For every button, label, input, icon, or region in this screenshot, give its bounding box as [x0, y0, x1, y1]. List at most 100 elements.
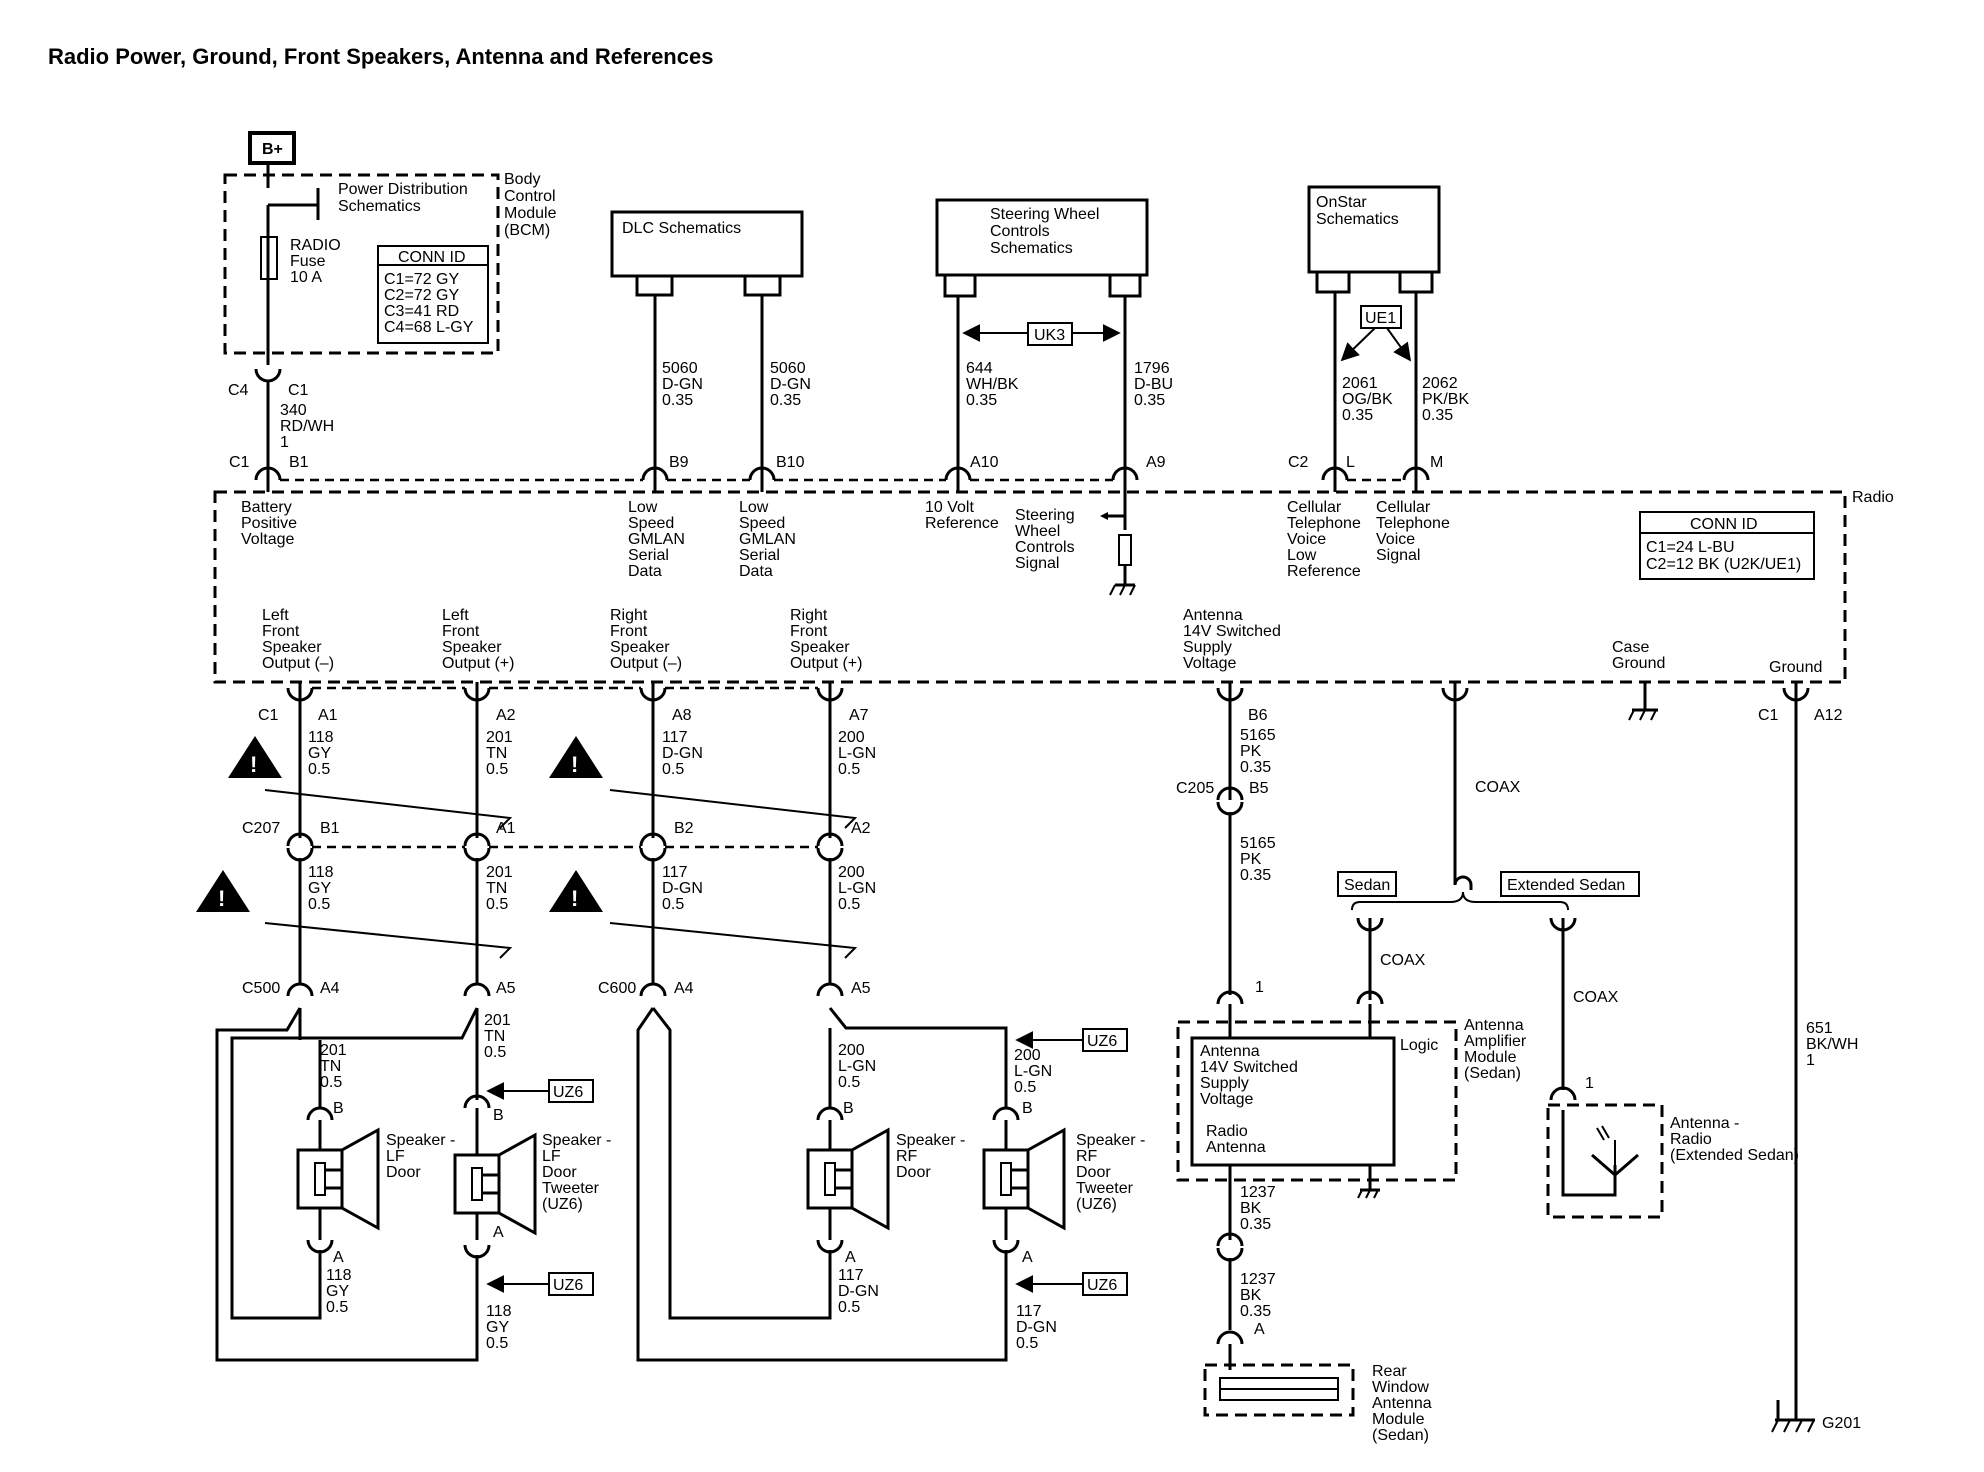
radio-label: Radio	[1852, 489, 1894, 506]
svg-text:Door: Door	[1076, 1164, 1111, 1181]
svg-text:2061: 2061	[1342, 375, 1378, 392]
svg-text:LF: LF	[386, 1148, 405, 1165]
svg-text:Speed: Speed	[739, 515, 785, 532]
radio-output-lf-pos: Left Front Speaker Output (+)	[442, 607, 514, 672]
svg-text:0.5: 0.5	[486, 761, 508, 778]
svg-text:Reference: Reference	[925, 515, 999, 532]
svg-text:0.5: 0.5	[662, 896, 684, 913]
svg-text:Door: Door	[542, 1164, 577, 1181]
svg-text:Signal: Signal	[1015, 555, 1059, 572]
c207-pin-labels: C207 B1 A1 B2 A2	[242, 820, 871, 837]
svg-text:UE1: UE1	[1365, 310, 1396, 327]
svg-text:5165: 5165	[1240, 835, 1276, 852]
svg-text:!: !	[571, 752, 578, 777]
svg-text:0.5: 0.5	[326, 1299, 348, 1316]
svg-text:Front: Front	[790, 623, 828, 640]
svg-text:COAX: COAX	[1573, 989, 1619, 1006]
wire-5060-b-label: 5060 D-GN 0.35	[770, 360, 811, 409]
svg-text:Antenna: Antenna	[1464, 1017, 1524, 1034]
svg-text:!: !	[250, 752, 257, 777]
radio-signal-10v-ref: 10 Volt Reference	[925, 499, 999, 532]
svg-text:Supply: Supply	[1183, 639, 1232, 656]
svg-text:A: A	[333, 1249, 344, 1266]
svg-text:B9: B9	[669, 454, 689, 471]
svg-text:Speed: Speed	[628, 515, 674, 532]
svg-text:Voltage: Voltage	[1200, 1091, 1253, 1108]
radio-signal-cell-low: Cellular Telephone Voice Low Reference	[1287, 499, 1361, 580]
svg-text:Supply: Supply	[1200, 1075, 1249, 1092]
svg-text:0.35: 0.35	[662, 392, 693, 409]
svg-text:LF: LF	[542, 1148, 561, 1165]
svg-text:Amplifier: Amplifier	[1464, 1033, 1527, 1050]
radio-top-connectors	[254, 466, 1430, 492]
svg-text:Antenna: Antenna	[1200, 1043, 1260, 1060]
extended-sedan-option-box	[1500, 871, 1640, 897]
svg-text:PK: PK	[1240, 743, 1262, 760]
svg-text:A5: A5	[496, 980, 516, 997]
svg-text:A8: A8	[672, 707, 692, 724]
wire-644-label: 644 WH/BK 0.35	[966, 360, 1019, 409]
svg-text:TN: TN	[320, 1058, 341, 1075]
coax-label: COAX	[1475, 779, 1521, 796]
svg-text:D-GN: D-GN	[662, 880, 703, 897]
svg-text:L-GN: L-GN	[838, 745, 876, 762]
svg-text:B1: B1	[320, 820, 340, 837]
speaker-rf-tweeter-icon	[982, 1120, 1066, 1240]
svg-text:Speaker: Speaker	[610, 639, 670, 656]
bcm-conn-id-list: C1=72 GY C2=72 GY C3=41 RD C4=68 L-GY	[384, 271, 474, 336]
svg-text:10 A: 10 A	[290, 269, 322, 286]
svg-text:RF: RF	[896, 1148, 918, 1165]
svg-text:!: !	[218, 886, 225, 911]
svg-text:B: B	[333, 1100, 344, 1117]
svg-text:Power Distribution: Power Distribution	[338, 181, 468, 198]
svg-text:B5: B5	[1249, 780, 1269, 797]
svg-text:Case: Case	[1612, 639, 1649, 656]
svg-text:Module: Module	[504, 205, 557, 222]
radio-signal-gmlan-2: Low Speed GMLAN Serial Data	[739, 499, 796, 580]
svg-text:D-GN: D-GN	[662, 376, 703, 393]
svg-text:5060: 5060	[770, 360, 806, 377]
svg-text:117: 117	[1016, 1303, 1042, 1320]
svg-text:(Extended Sedan): (Extended Sedan)	[1670, 1147, 1799, 1164]
radio-bottom-pin-labels: C1 A1 A2 A8 A7 B6 C1 A12	[258, 707, 1843, 724]
rear-window-antenna-label: Rear Window Antenna Module (Sedan)	[1372, 1363, 1432, 1444]
svg-text:0.35: 0.35	[1240, 1216, 1271, 1233]
antenna-radio-ext-sedan-box	[1546, 1103, 1664, 1219]
speaker-lf-door-icon	[296, 1120, 380, 1240]
svg-text:1: 1	[1255, 979, 1264, 996]
svg-text:C1: C1	[288, 382, 309, 399]
svg-text:Tweeter: Tweeter	[1076, 1180, 1134, 1197]
svg-text:Controls: Controls	[1015, 539, 1075, 556]
svg-text:201: 201	[486, 729, 513, 746]
svg-text:Module: Module	[1372, 1411, 1425, 1428]
svg-text:A4: A4	[674, 980, 694, 997]
svg-text:0.5: 0.5	[838, 761, 860, 778]
svg-text:Output (–): Output (–)	[262, 655, 334, 672]
svg-text:10 Volt: 10 Volt	[925, 499, 974, 516]
svg-text:DLC Schematics: DLC Schematics	[622, 220, 741, 237]
svg-text:A: A	[1254, 1321, 1265, 1338]
svg-text:WH/BK: WH/BK	[966, 376, 1019, 393]
svg-text:Front: Front	[610, 623, 648, 640]
radio-module-box	[213, 490, 1847, 684]
svg-text:Reference: Reference	[1287, 563, 1361, 580]
ue1-option-box	[1360, 305, 1402, 329]
svg-text:A10: A10	[970, 454, 999, 471]
svg-text:5060: 5060	[662, 360, 698, 377]
wire-340-label: 340 RD/WH 1	[280, 402, 334, 451]
svg-text:Voice: Voice	[1287, 531, 1326, 548]
radio-case-ground-label: Case Ground	[1612, 639, 1665, 672]
svg-text:201: 201	[486, 864, 513, 881]
svg-text:0.35: 0.35	[1240, 759, 1271, 776]
svg-text:UZ6: UZ6	[553, 1084, 583, 1101]
svg-text:0.5: 0.5	[1016, 1335, 1038, 1352]
